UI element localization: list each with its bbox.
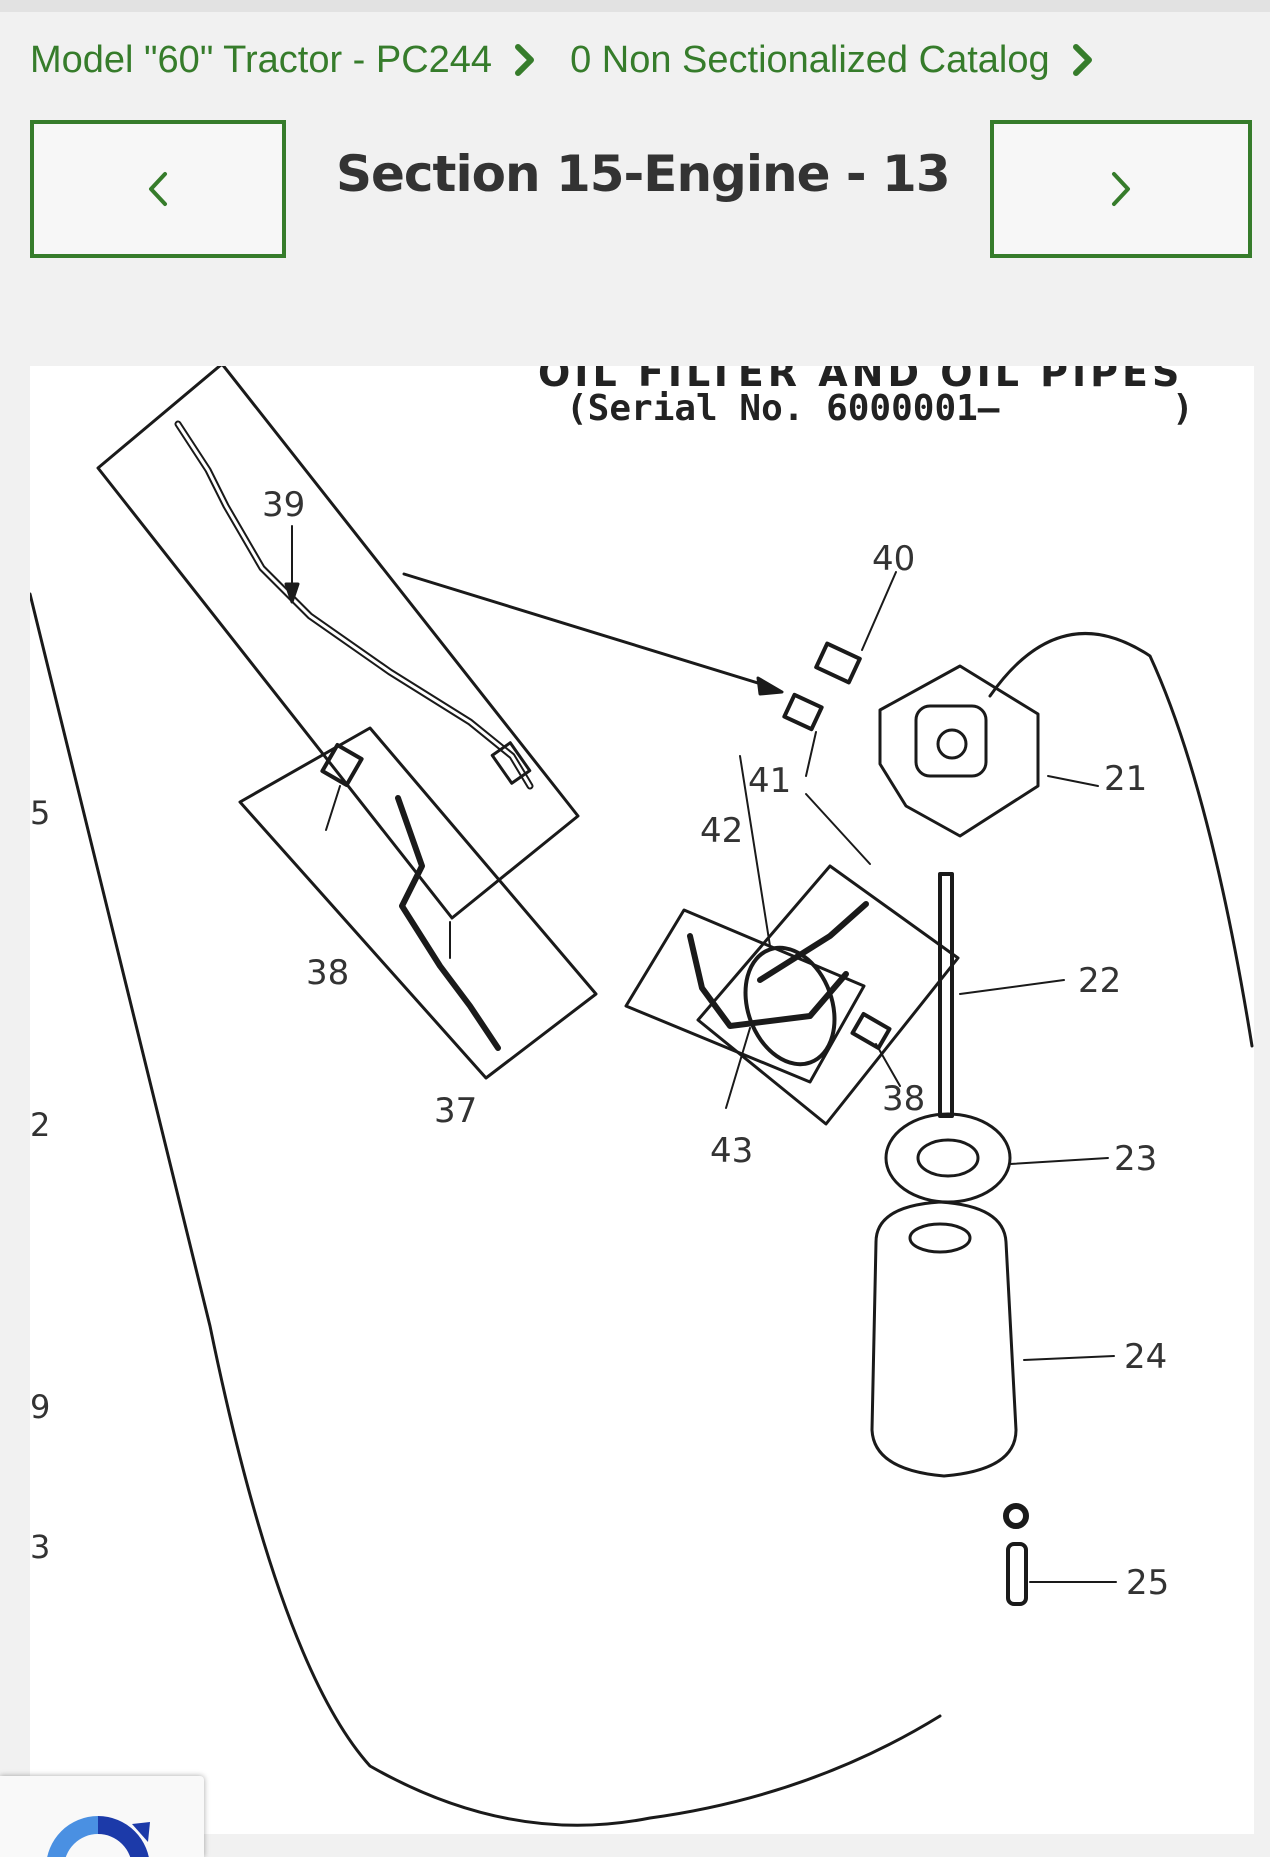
callout-leader bbox=[1009, 1157, 1109, 1165]
recaptcha-icon bbox=[47, 1816, 150, 1857]
callout-39: 39 bbox=[262, 485, 305, 525]
part-24-filter-top bbox=[908, 1222, 972, 1254]
callout-leader bbox=[875, 1043, 901, 1087]
assembly-line bbox=[402, 572, 776, 690]
part-43-pipe bbox=[687, 933, 849, 1029]
section-title: Section 15-Engine - 13 bbox=[336, 145, 951, 203]
callout-37: 37 bbox=[434, 1091, 477, 1131]
callout-21: 21 bbox=[1104, 759, 1147, 799]
part-25-washer bbox=[1003, 1503, 1029, 1529]
part-38-nut-left bbox=[320, 743, 364, 787]
callout-leader bbox=[739, 755, 771, 947]
edge-number: 2 bbox=[30, 1106, 50, 1144]
callout-41: 41 bbox=[748, 761, 791, 801]
part-21-bore bbox=[936, 728, 968, 760]
edge-number: 3 bbox=[30, 1528, 50, 1566]
callout-40: 40 bbox=[872, 539, 915, 579]
callout-leader bbox=[805, 793, 871, 865]
part-24-filter bbox=[870, 1200, 1018, 1478]
recaptcha-badge[interactable] bbox=[0, 1776, 204, 1857]
part-21-filter-head bbox=[878, 664, 1040, 838]
parts-diagram[interactable]: OIL FILTER AND OIL PIPES (Serial No. 600… bbox=[30, 366, 1254, 1834]
part-22-stud bbox=[938, 872, 954, 1118]
callout-23: 23 bbox=[1114, 1139, 1157, 1179]
outline-line bbox=[988, 632, 1254, 1048]
part-37-pipe bbox=[395, 795, 501, 1051]
callout-43: 43 bbox=[710, 1131, 753, 1171]
callout-leader bbox=[959, 979, 1065, 995]
callout-leader bbox=[325, 785, 341, 831]
top-strip bbox=[0, 0, 1270, 12]
chevron-right-icon bbox=[1112, 172, 1130, 206]
callout-leader bbox=[805, 731, 817, 777]
part-39-fitting bbox=[490, 741, 532, 785]
part-43-box bbox=[624, 908, 866, 1084]
callout-25: 25 bbox=[1126, 1563, 1169, 1603]
callout-arrowhead bbox=[756, 676, 784, 696]
callout-38-left: 38 bbox=[306, 953, 349, 993]
diagram-title: OIL FILTER AND OIL PIPES bbox=[538, 366, 1183, 395]
callout-leader bbox=[1047, 775, 1099, 787]
previous-section-button[interactable] bbox=[30, 120, 286, 258]
edge-number: 9 bbox=[30, 1388, 50, 1426]
next-section-button[interactable] bbox=[990, 120, 1252, 258]
part-23-gasket-inner bbox=[916, 1138, 980, 1178]
part-25-bolt bbox=[1006, 1542, 1028, 1606]
chevron-right-icon bbox=[1072, 43, 1094, 77]
callout-24: 24 bbox=[1124, 1337, 1167, 1377]
breadcrumb-item-catalog[interactable]: 0 Non Sectionalized Catalog bbox=[570, 38, 1050, 81]
callout-42: 42 bbox=[700, 811, 743, 851]
breadcrumb-item-model[interactable]: Model "60" Tractor - PC244 bbox=[30, 38, 493, 81]
part-23-gasket bbox=[884, 1112, 1012, 1204]
part-38-nut-right bbox=[850, 1011, 892, 1051]
chevron-left-icon bbox=[149, 172, 167, 206]
part-42-box bbox=[696, 864, 960, 1126]
chevron-right-icon bbox=[514, 43, 536, 77]
part-37-box bbox=[238, 726, 598, 1080]
part-40-nut bbox=[814, 641, 862, 685]
breadcrumb: Model "60" Tractor - PC244 0 Non Section… bbox=[30, 34, 1128, 86]
callout-arrowhead bbox=[284, 582, 300, 604]
section-dropdown[interactable]: Section 15-Engine - 13 bbox=[336, 138, 1046, 210]
part-39-box bbox=[96, 366, 580, 920]
outline-line bbox=[30, 592, 942, 1827]
part-39-pipe-inner bbox=[176, 422, 532, 788]
callout-leader bbox=[1023, 1355, 1115, 1361]
part-41-nut bbox=[782, 692, 824, 732]
serial-close-paren: ) bbox=[1172, 388, 1194, 429]
edge-number: 5 bbox=[30, 794, 50, 832]
part-21-port bbox=[914, 704, 988, 778]
callout-38-right: 38 bbox=[882, 1079, 925, 1119]
serial-number-text: (Serial No. 6000001— bbox=[566, 388, 1000, 429]
callout-leader bbox=[725, 1027, 751, 1109]
callout-22: 22 bbox=[1078, 961, 1121, 1001]
callout-leader bbox=[861, 571, 897, 651]
part-39-pipe bbox=[174, 420, 534, 790]
parts-diagram-drawing: OIL FILTER AND OIL PIPES (Serial No. 600… bbox=[30, 366, 1254, 1827]
part-42-pipe bbox=[757, 901, 869, 983]
